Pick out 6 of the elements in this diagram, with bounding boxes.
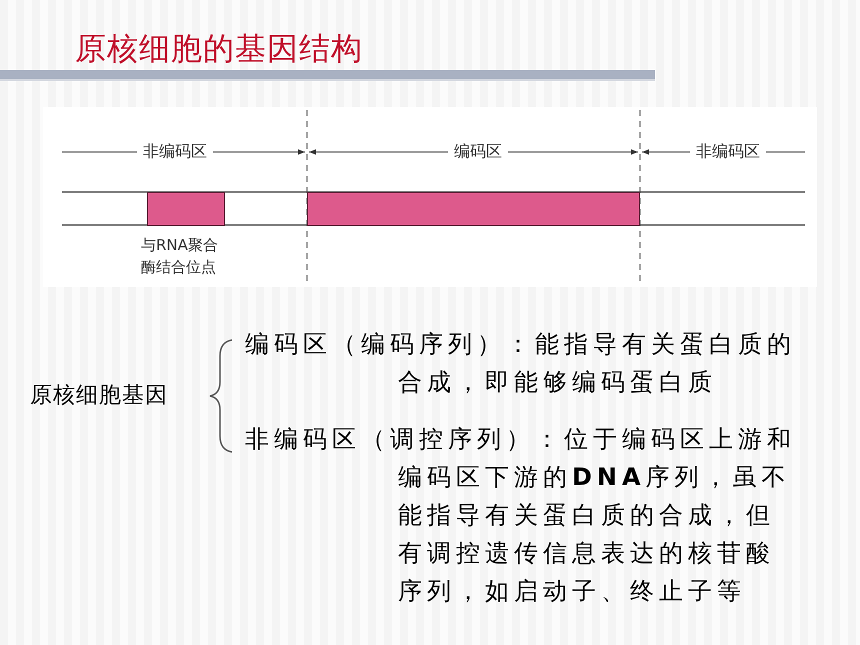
region-box — [147, 192, 225, 226]
site-caption: 与RNA聚合酶结合位点 — [141, 235, 219, 278]
region-box — [307, 192, 640, 226]
definition-text: 编码区（编码序列）：能指导有关蛋白质的合成，即能够编码蛋白质 — [245, 329, 797, 398]
slide-title: 原核细胞的基因结构 — [75, 30, 363, 69]
term-label: 原核细胞基因 — [30, 382, 168, 410]
